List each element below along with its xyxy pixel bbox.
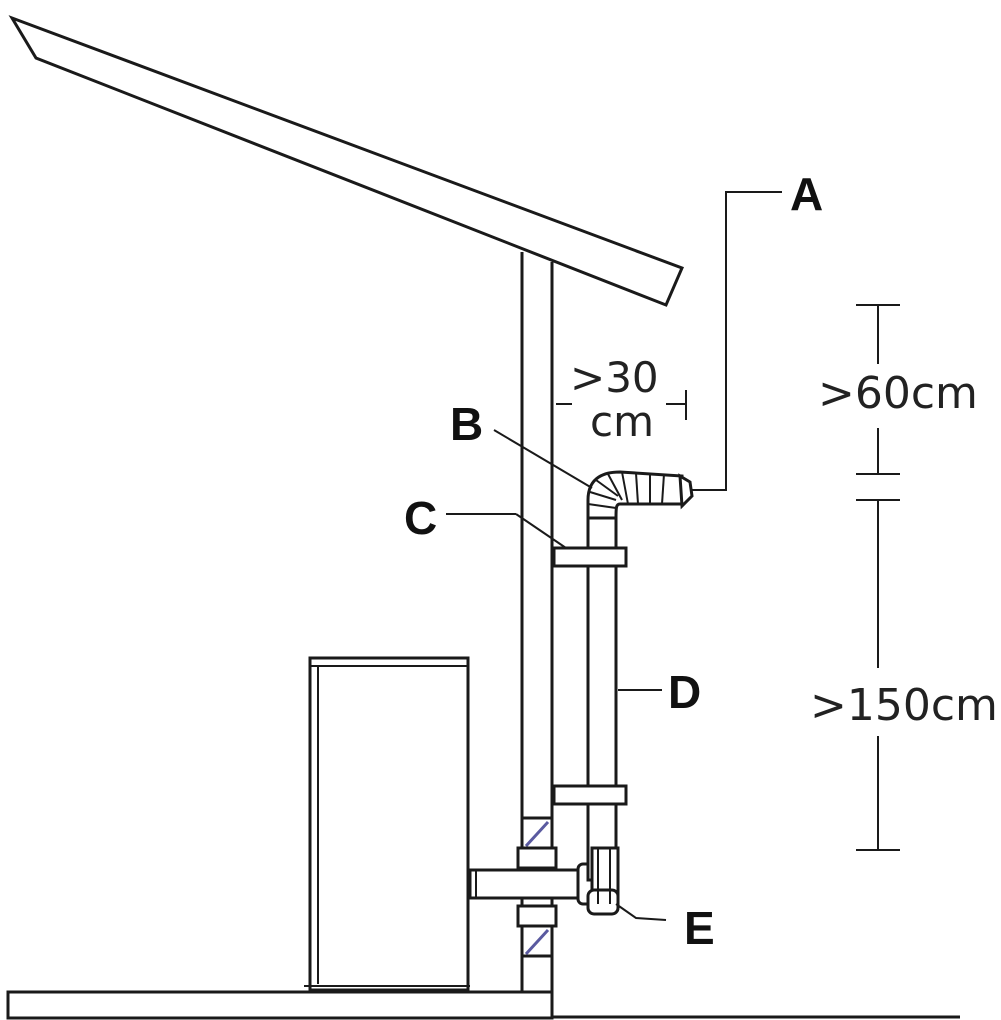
wall-bracket-upper (552, 546, 628, 568)
leader-lines (446, 191, 782, 921)
label-a: A (790, 168, 823, 220)
vertical-lower-value: >150cm (810, 680, 998, 731)
roof-slab (8, 15, 685, 307)
flue-elbow (586, 470, 684, 520)
label-d: D (668, 666, 701, 718)
flue-terminal (678, 473, 694, 510)
label-c: C (404, 492, 437, 544)
offset-value: >30 (570, 353, 659, 402)
horizontal-clearance-dimension (556, 390, 687, 420)
label-e: E (684, 902, 715, 954)
label-b: B (450, 398, 483, 450)
vertical-dimension-lower (856, 499, 900, 851)
vertical-dimension-upper (856, 304, 900, 475)
condensate-tee (586, 846, 620, 916)
wall-bracket-lower (552, 784, 628, 806)
horizontal-connector (468, 862, 596, 906)
offset-unit: cm (590, 397, 654, 446)
appliance (304, 656, 470, 992)
ground (6, 990, 960, 1020)
wall-penetration-hatch (516, 816, 558, 958)
vertical-upper-value: >60cm (818, 368, 978, 419)
